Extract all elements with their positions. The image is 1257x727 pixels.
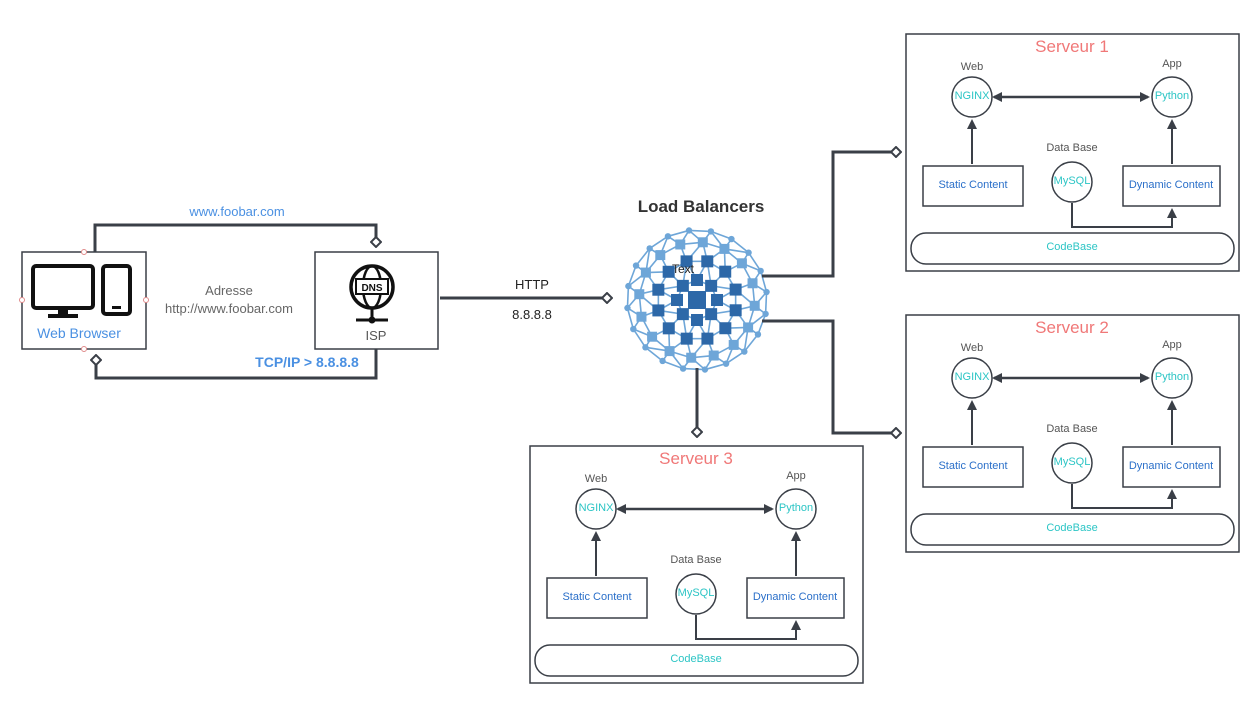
dynamic-content-box [1122, 165, 1221, 207]
static-content-label: Static Content [938, 460, 1008, 472]
python-node [1151, 76, 1193, 118]
app-label: App [1162, 58, 1182, 70]
python-label: Python [1154, 90, 1190, 102]
mysql-label: MySQL [1053, 456, 1091, 468]
dynamic-content-label: Dynamic Content [1128, 179, 1214, 191]
domain-label: www.foobar.com [189, 204, 285, 219]
dynamic-content-box [746, 577, 845, 619]
static-content-label: Static Content [562, 591, 632, 603]
mobile-phone-icon [101, 264, 132, 316]
ip-label: 8.8.8.8 [512, 307, 552, 322]
network-mesh-icon [624, 227, 770, 373]
codebase-bar [910, 232, 1235, 265]
nginx-label: NGINX [578, 502, 614, 514]
domain-connector [93, 223, 376, 252]
tcpip-label: TCP/IP > 8.8.8.8 [255, 354, 359, 370]
tcpip-connector [96, 349, 378, 380]
mysql-to-dynamic-arrow [1071, 484, 1177, 509]
codebase-label: CodeBase [1046, 241, 1098, 253]
database-label: Data Base [1046, 142, 1098, 154]
web-browser-label: Web Browser [37, 325, 121, 341]
mysql-label: MySQL [1053, 175, 1091, 187]
server-1-box [905, 33, 1240, 272]
app-label: App [786, 470, 806, 482]
mysql-to-dynamic-arrow [695, 615, 801, 640]
load-balancer-overlay-text: Text [671, 262, 695, 276]
isp-label: ISP [365, 328, 387, 343]
python-label: Python [1154, 371, 1190, 383]
load-balancers-title: Load Balancers [637, 197, 765, 216]
server-3-box [529, 445, 864, 684]
codebase-bar [910, 513, 1235, 546]
web-label: Web [960, 61, 984, 73]
server-title: Serveur 1 [1035, 37, 1109, 56]
web-label: Web [960, 342, 984, 354]
app-label: App [1162, 339, 1182, 351]
codebase-label: CodeBase [670, 653, 722, 665]
lb-to-server2-connector [762, 319, 896, 433]
mysql-label: MySQL [677, 587, 715, 599]
python-label: Python [778, 502, 814, 514]
dns-globe-icon: DNS [349, 264, 395, 324]
dynamic-content-label: Dynamic Content [1128, 460, 1214, 472]
address-url: http://www.foobar.com [165, 301, 293, 316]
codebase-bar [534, 644, 859, 677]
mysql-to-dynamic-arrow [1071, 203, 1177, 228]
nginx-label: NGINX [954, 371, 990, 383]
server-2-box [905, 314, 1240, 553]
mysql-node [675, 573, 717, 615]
desktop-icon [31, 264, 95, 318]
static-content-box [922, 165, 1024, 207]
python-node [1151, 357, 1193, 399]
python-node [775, 488, 817, 530]
codebase-label: CodeBase [1046, 522, 1098, 534]
database-label: Data Base [1046, 423, 1098, 435]
dns-icon-text: DNS [361, 283, 382, 294]
server-title: Serveur 2 [1035, 318, 1109, 337]
lb-to-server1-connector [762, 152, 896, 278]
web-label: Web [584, 473, 608, 485]
mysql-node [1051, 442, 1093, 484]
http-label: HTTP [515, 277, 549, 292]
mysql-node [1051, 161, 1093, 203]
server-title: Serveur 3 [659, 449, 733, 468]
database-label: Data Base [670, 554, 722, 566]
nginx-label: NGINX [954, 90, 990, 102]
static-content-label: Static Content [938, 179, 1008, 191]
static-content-box [922, 446, 1024, 488]
dynamic-content-box [1122, 446, 1221, 488]
dynamic-content-label: Dynamic Content [752, 591, 838, 603]
address-title: Adresse [205, 283, 253, 298]
static-content-box [546, 577, 648, 619]
